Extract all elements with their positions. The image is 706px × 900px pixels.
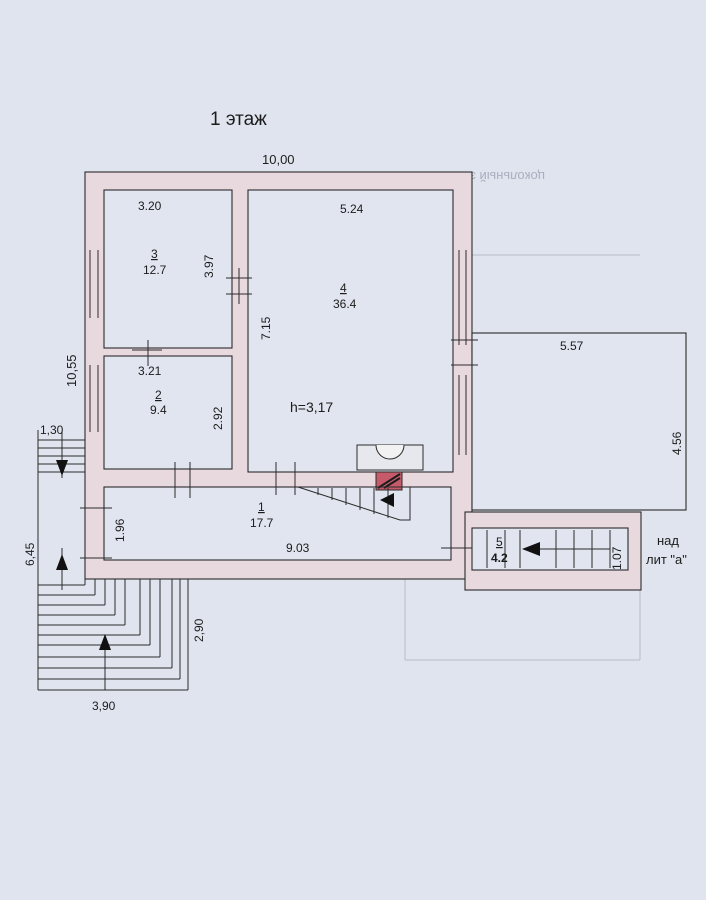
porch-arrow-up-icon [56,554,68,570]
room-1-floor [103,486,452,561]
annex-label-line1: над [657,533,679,548]
ceiling-height-label: h=3,17 [290,399,333,415]
room-2-width-label: 3.21 [138,364,162,378]
porch-width-label: 3,90 [92,699,116,713]
overall-height-label: 10,55 [64,354,79,387]
room-3-height-label: 3.97 [202,254,216,278]
room-4-number: 4 [340,281,347,295]
room-5-stairs [486,530,611,568]
room-1-area: 17.7 [250,516,274,530]
porch-total-label: 6,45 [23,542,37,566]
floor-title: 1 этаж [210,109,267,130]
room-5-area: 4.2 [491,551,508,565]
porch-side-label: 1,30 [40,423,64,437]
windows [89,250,467,455]
room-1-height-label: 1.96 [113,518,127,542]
room-3-width-label: 3.20 [138,199,162,213]
porch-arrow-down-icon [56,460,68,476]
interior-stairs [297,486,411,521]
room-4-floor [247,189,454,473]
doors [80,268,478,559]
stove [356,444,424,471]
annex-width-label: 5.57 [560,339,584,353]
room-4-width-label: 5.24 [340,202,364,216]
porch-stairs [37,430,189,691]
annex-label-line2: лит "а" [646,552,687,567]
room-2-floor [103,355,233,470]
room-3-number: 3 [151,247,158,261]
room-3-floor [103,189,233,349]
room-5-height-label: 1.07 [610,546,624,570]
room-5-arrow-icon [522,542,540,556]
overall-width-label: 10,00 [262,152,295,167]
room-2-height-label: 2.92 [211,406,225,430]
room-2-area: 9.4 [150,403,167,417]
porch-depth-label: 2,90 [192,618,206,642]
porch-arrow-up-icon-2 [99,634,111,650]
room-1-number: 1 [258,500,265,514]
annex-outline [471,332,687,511]
room-5-number: 5 [496,535,503,549]
room-4-area: 36.4 [333,297,357,311]
room-1-width-label: 9.03 [286,541,310,555]
room-4-height-label: 7.15 [259,316,273,340]
room-2-number: 2 [155,388,162,402]
room-3-area: 12.7 [143,263,167,277]
annex-height-label: 4.56 [670,431,684,455]
chimney-hatch [377,473,401,489]
stair-arrow-icon [380,493,394,507]
